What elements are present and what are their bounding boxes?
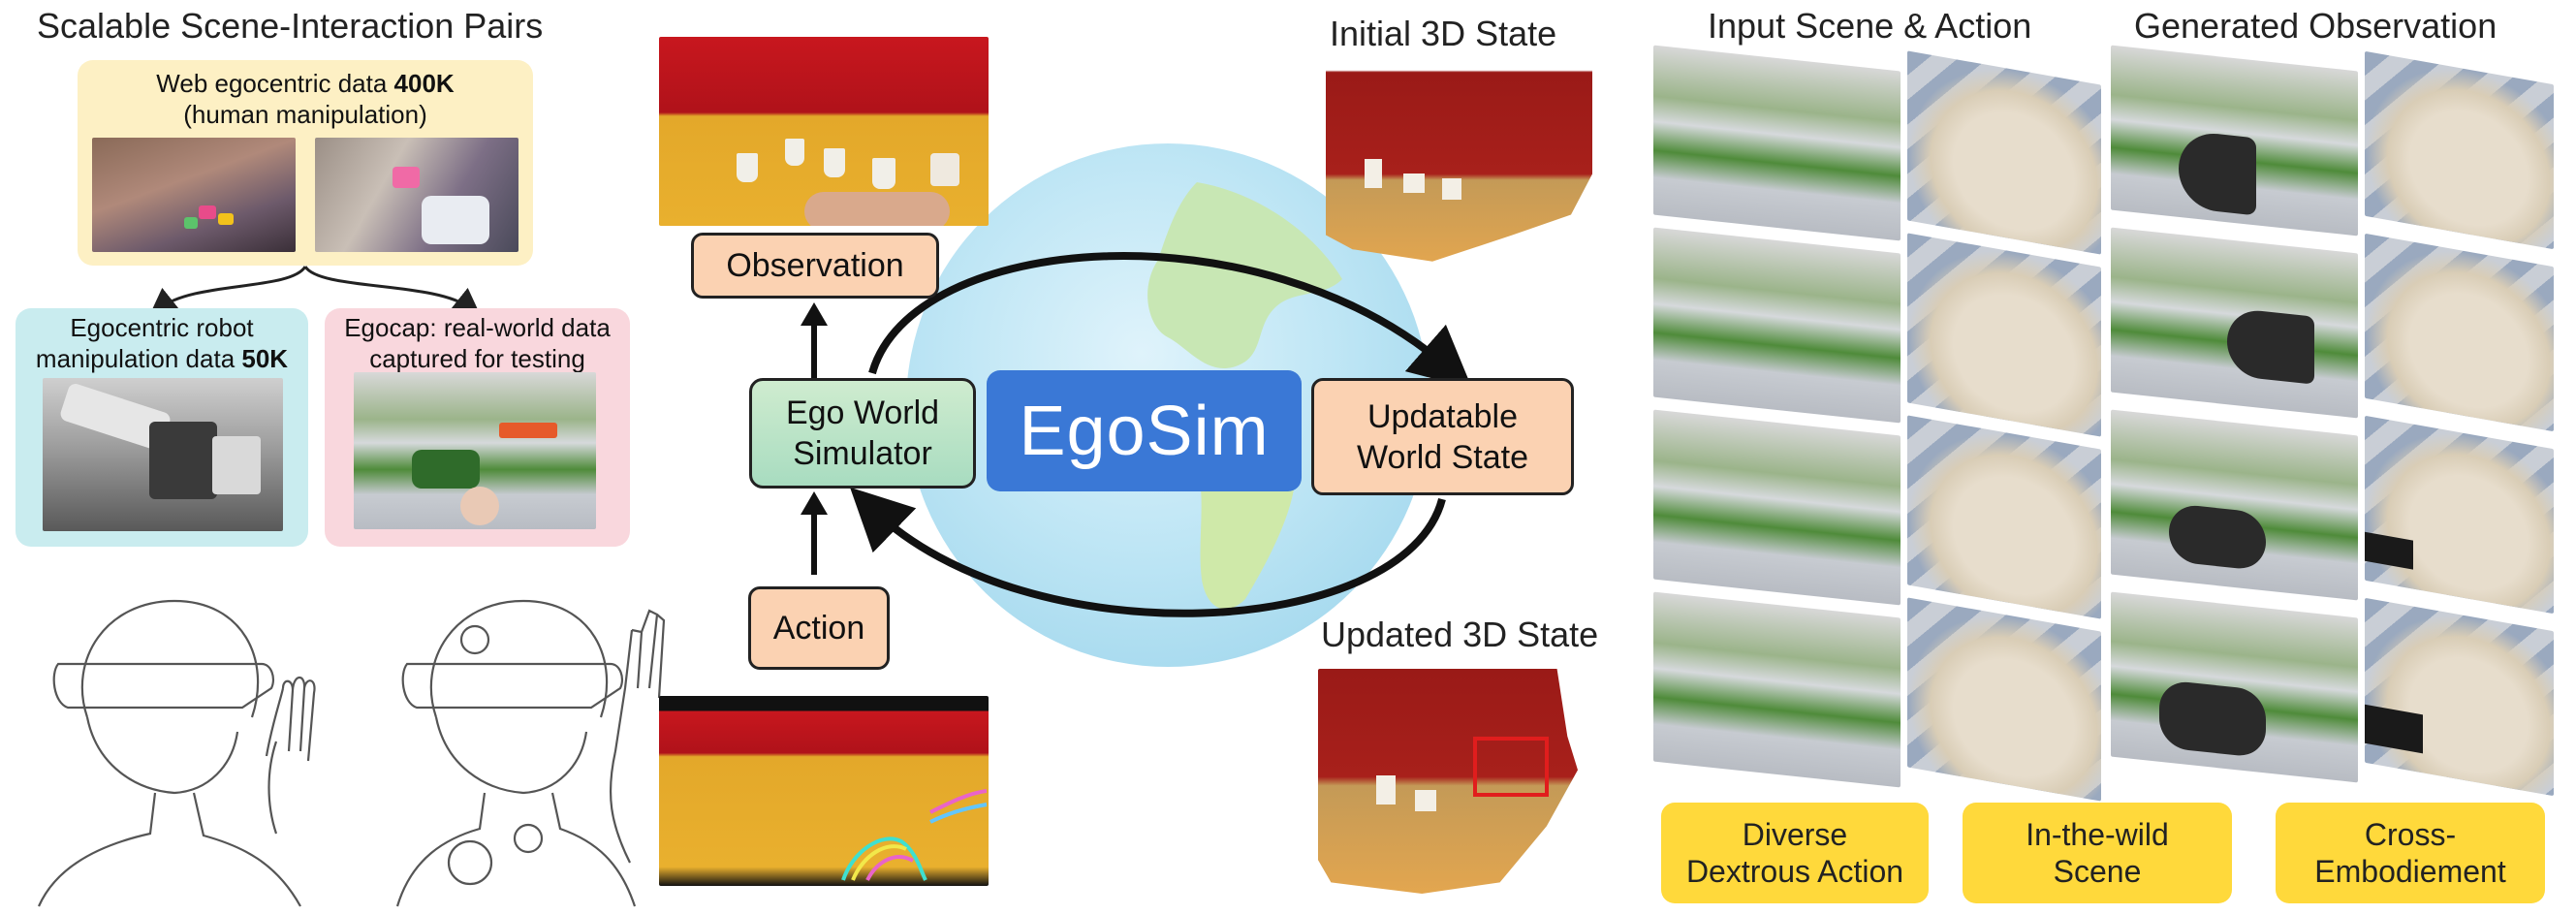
generated-shelf-tile-2 bbox=[2111, 227, 2358, 419]
ego-world-label-2: Simulator bbox=[793, 435, 932, 472]
generated-shelf-tile-1 bbox=[2111, 45, 2358, 237]
egosim-label: EgoSim bbox=[1019, 392, 1270, 470]
human-vr-icon bbox=[37, 599, 316, 907]
input-shelf-tile-1 bbox=[1653, 45, 1901, 241]
cross-embodiement-tag: Cross-Embodiement bbox=[2276, 803, 2545, 903]
action-scene-photo bbox=[659, 696, 989, 886]
ego-world-simulator-box: Ego World Simulator bbox=[749, 378, 976, 489]
egocap-shelf-photo bbox=[354, 372, 596, 529]
hand-trajectory-icon bbox=[841, 789, 988, 881]
egocap-label-1: Egocap: real-world data bbox=[344, 313, 611, 342]
tag-1-line2: Dextrous Action bbox=[1685, 854, 1904, 889]
robot-data-text: Egocentric robot manipulation data 50K bbox=[16, 312, 308, 374]
human-manipulation-photo-1 bbox=[92, 138, 296, 252]
web-data-count: 400K bbox=[393, 69, 455, 98]
updatable-label-1: Updatable bbox=[1367, 397, 1518, 435]
arrow-up-from-action-icon bbox=[801, 491, 828, 575]
initial-3d-state-image bbox=[1326, 62, 1592, 262]
changed-region-highlight bbox=[1473, 737, 1549, 797]
robot-manipulation-photo bbox=[43, 378, 283, 531]
ego-world-label-1: Ego World bbox=[785, 394, 940, 431]
robot-vr-icon bbox=[395, 599, 666, 907]
input-fabric-tile-3 bbox=[1907, 415, 2101, 619]
generated-fabric-tile-2 bbox=[2365, 233, 2554, 432]
egocap-text: Egocap: real-world data captured for tes… bbox=[325, 312, 630, 374]
input-fabric-tile-4 bbox=[1907, 597, 2101, 802]
web-data-label: Web egocentric data bbox=[156, 69, 394, 98]
arrow-up-to-observation-icon bbox=[801, 302, 828, 386]
egosim-box: EgoSim bbox=[987, 370, 1302, 491]
human-manipulation-photo-2 bbox=[315, 138, 518, 252]
input-shelf-tile-4 bbox=[1653, 591, 1901, 788]
tag-3-line1: Cross- bbox=[2364, 817, 2457, 852]
generated-observation-title: Generated Observation bbox=[2134, 6, 2497, 46]
input-shelf-tile-3 bbox=[1653, 409, 1901, 606]
action-label: Action bbox=[772, 609, 865, 647]
observation-scene-photo bbox=[659, 37, 989, 226]
generated-fabric-tile-1 bbox=[2365, 50, 2554, 250]
initial-3d-state-title: Initial 3D State bbox=[1330, 14, 1557, 53]
results-grid bbox=[1648, 45, 2559, 802]
observation-label: Observation bbox=[726, 246, 904, 284]
robot-data-panel: Egocentric robot manipulation data 50K bbox=[16, 308, 308, 547]
tag-1-line1: Diverse bbox=[1742, 817, 1848, 852]
generated-shelf-tile-3 bbox=[2111, 409, 2358, 601]
updatable-world-state-box: Updatable World State bbox=[1311, 378, 1574, 495]
tag-2-line1: In-the-wild bbox=[2026, 817, 2169, 852]
robot-data-label-2: manipulation data bbox=[35, 344, 242, 373]
generated-fabric-tile-4 bbox=[2365, 597, 2554, 797]
vr-figures-illustration bbox=[37, 599, 666, 907]
action-box: Action bbox=[748, 586, 890, 670]
updated-3d-state-image bbox=[1318, 669, 1578, 894]
input-shelf-tile-2 bbox=[1653, 227, 1901, 424]
web-data-panel: Web egocentric data 400K (human manipula… bbox=[78, 60, 533, 266]
web-data-sublabel: (human manipulation) bbox=[183, 100, 427, 129]
branch-arrows bbox=[148, 266, 482, 318]
web-data-text: Web egocentric data 400K (human manipula… bbox=[78, 68, 533, 130]
tag-2-line2: Scene bbox=[2053, 854, 2142, 889]
cycle-arrows bbox=[849, 252, 1473, 617]
robot-data-label-1: Egocentric robot bbox=[70, 313, 254, 342]
egocap-panel: Egocap: real-world data captured for tes… bbox=[325, 308, 630, 547]
generated-fabric-tile-3 bbox=[2365, 415, 2554, 615]
input-scene-title: Input Scene & Action bbox=[1708, 6, 2032, 46]
input-fabric-tile-1 bbox=[1907, 50, 2101, 255]
tag-3-line2: Embodiement bbox=[2314, 854, 2506, 889]
robot-data-count: 50K bbox=[241, 344, 289, 373]
observation-box: Observation bbox=[691, 233, 939, 299]
egocap-label-2: captured for testing bbox=[369, 344, 585, 373]
updated-3d-state-title: Updated 3D State bbox=[1321, 615, 1599, 654]
left-title: Scalable Scene-Interaction Pairs bbox=[37, 6, 544, 46]
generated-shelf-tile-4 bbox=[2111, 591, 2358, 783]
input-fabric-tile-2 bbox=[1907, 233, 2101, 437]
updatable-label-2: World State bbox=[1356, 438, 1528, 476]
